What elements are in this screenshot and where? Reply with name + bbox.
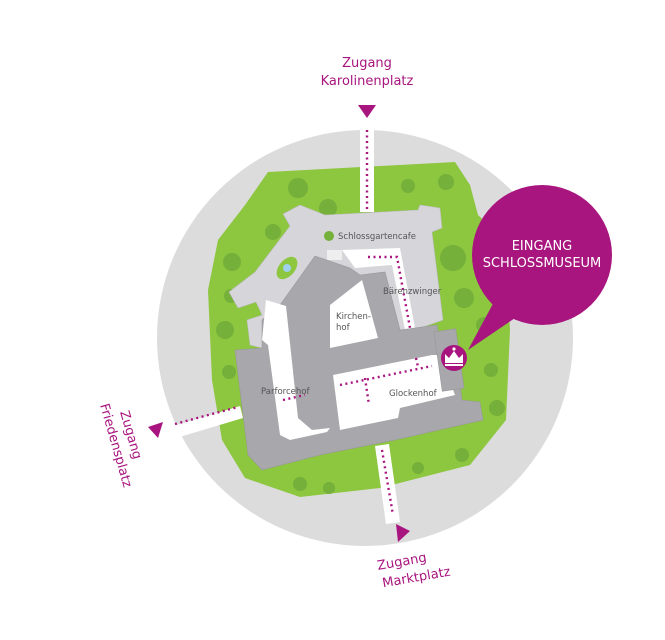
south-entrance-marker[interactable] <box>396 524 410 542</box>
stairs <box>327 250 342 260</box>
callout-line-2: SCHLOSSMUSEUM <box>483 256 602 271</box>
fountain-icon <box>283 264 291 272</box>
north-entrance-marker[interactable] <box>358 105 376 118</box>
label-kirchenhof-2: hof <box>336 323 351 333</box>
glockenhof-court <box>333 355 455 430</box>
label-baerenzwinger: Bärenzwinger <box>383 287 442 297</box>
west-entrance-marker[interactable] <box>148 422 163 438</box>
crown-icon[interactable] <box>441 345 467 371</box>
north-entrance-label-1: Zugang <box>342 56 392 71</box>
museum-entrance-callout[interactable] <box>472 185 612 325</box>
baerenzwinger-court <box>342 248 415 330</box>
north-entrance-label-2: Karolinenplatz <box>321 74 414 89</box>
callout-line-1: EINGANG <box>512 239 573 254</box>
label-kirchenhof-1: Kirchen- <box>336 312 371 322</box>
cafe-tree <box>324 231 334 241</box>
label-parforcehof: Parforcehof <box>261 387 310 397</box>
route-dots <box>174 130 433 516</box>
label-glockenhof: Glockenhof <box>389 389 438 399</box>
label-schlossgartencafe: Schlossgartencafe <box>338 232 416 242</box>
kirchenhof-court <box>330 280 378 348</box>
parforcehof-court <box>262 300 330 440</box>
